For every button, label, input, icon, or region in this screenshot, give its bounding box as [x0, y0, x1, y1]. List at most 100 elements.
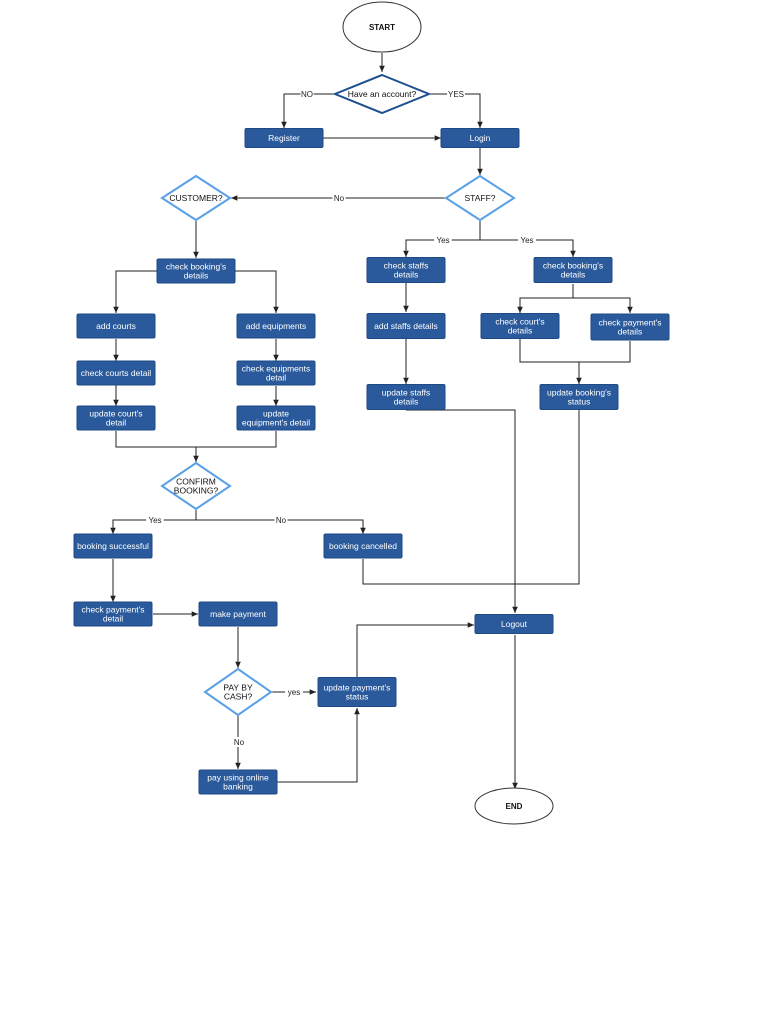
check-courts-detail-box[interactable]: check courts detail	[76, 360, 156, 386]
label-confirm-no: No	[274, 515, 288, 525]
start-terminal[interactable]: START	[342, 1, 422, 53]
register-button[interactable]: Register	[244, 128, 324, 148]
connector-31	[517, 284, 574, 313]
add-equipments-box-shape	[236, 313, 316, 339]
add-staffs-details-box[interactable]: add staffs details	[366, 313, 446, 339]
label-confirm-no-bg	[274, 515, 288, 525]
check-equipments-detail-box-shape	[236, 360, 316, 386]
register-button-shape	[244, 128, 324, 148]
logout-button-shape	[474, 614, 554, 634]
check-courts-detail-box-shape	[76, 360, 156, 386]
make-payment-box-label: make payment	[210, 609, 266, 619]
add-courts-box[interactable]: add courts	[76, 313, 156, 339]
label-cash-yes-text: yes	[288, 688, 300, 697]
add-staffs-details-box-shape	[366, 313, 446, 339]
booking-cancelled-box[interactable]: booking cancelled	[323, 533, 403, 559]
have-account-decision-label: Have an account?	[348, 89, 417, 99]
check-booking-details-customer-shape	[156, 258, 236, 284]
label-cash-yes: yes	[285, 687, 303, 697]
check-staffs-details-box-shape	[366, 257, 446, 283]
label-staff-no-bg	[332, 193, 346, 203]
add-equipments-box-label: add equipments	[246, 321, 307, 331]
customer-decision-label: CUSTOMER?	[169, 193, 222, 203]
start-terminal-label: START	[369, 23, 395, 32]
label-confirm-yes-bg	[146, 515, 164, 525]
update-equipments-detail-box-shape	[236, 405, 316, 431]
connector-3	[429, 93, 483, 128]
end-terminal-label: END	[506, 802, 523, 811]
check-payments-details-staff-shape	[590, 313, 670, 341]
make-payment-box-shape	[198, 601, 278, 627]
check-booking-details-staff-shape	[533, 257, 613, 283]
connector-32	[573, 297, 633, 313]
login-button[interactable]: Login	[440, 128, 520, 148]
connector-14	[115, 431, 277, 448]
end-terminal[interactable]: END	[474, 787, 554, 825]
label-confirm-yes-text: Yes	[148, 516, 161, 525]
label-staff-no-text: No	[334, 194, 345, 203]
add-courts-box-shape	[76, 313, 156, 339]
nodes-layer: START Have an account? Register LoginCUSTOM…	[73, 1, 670, 825]
label-yes-account: YES	[447, 89, 465, 99]
logout-button[interactable]: Logout	[474, 614, 554, 634]
booking-successful-box[interactable]: booking successful	[73, 533, 153, 559]
have-account-decision-shape	[332, 73, 432, 115]
connector-33	[519, 339, 631, 363]
booking-successful-box-label: booking successful	[77, 541, 149, 551]
connector-17	[196, 519, 366, 534]
booking-cancelled-box-label: booking cancelled	[329, 541, 397, 551]
login-button-label: Login	[470, 133, 491, 143]
label-yes-account-bg	[447, 89, 465, 99]
staff-decision[interactable]: STAFF?	[444, 174, 516, 222]
have-account-decision[interactable]: Have an account?	[332, 73, 432, 115]
update-staffs-details-box-shape	[366, 384, 446, 410]
connector-23	[277, 708, 360, 783]
pay-online-box-shape	[198, 769, 278, 795]
label-staff-no: No	[332, 193, 346, 203]
label-staff-yes-right-text: Yes	[520, 236, 533, 245]
label-staff-yes-left: Yes	[434, 235, 452, 245]
add-equipments-box[interactable]: add equipments	[236, 313, 316, 339]
staff-decision-shape	[444, 174, 516, 222]
end-terminal-shape	[474, 787, 554, 825]
start-terminal-shape	[342, 1, 422, 53]
customer-decision[interactable]: CUSTOMER?	[160, 174, 232, 222]
customer-decision-shape	[160, 174, 232, 222]
label-no-account: NO	[300, 89, 314, 99]
label-cash-no-bg	[232, 737, 246, 747]
logout-button-label: Logout	[501, 619, 528, 629]
label-confirm-yes: Yes	[146, 515, 164, 525]
booking-successful-box-shape	[73, 533, 153, 559]
label-staff-yes-right-bg	[518, 235, 536, 245]
make-payment-box[interactable]: make payment	[198, 601, 278, 627]
label-no-account-bg	[300, 89, 314, 99]
update-courts-detail-box-shape	[76, 405, 156, 431]
